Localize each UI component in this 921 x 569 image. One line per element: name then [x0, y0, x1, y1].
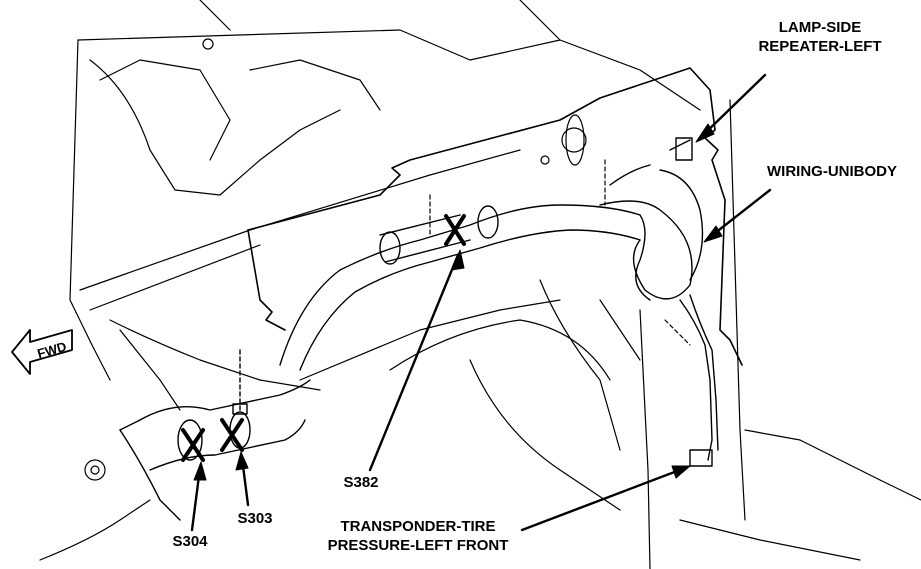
callout-s303-text: S303	[237, 510, 273, 527]
arrowhead-s303	[235, 451, 249, 471]
arrowhead-s382	[451, 249, 465, 271]
splice-s382-mark	[444, 214, 466, 246]
callout-s303: S303	[229, 509, 281, 528]
leader-lamp-side-repeater	[698, 73, 767, 140]
arrowhead-s304	[193, 461, 207, 481]
callout-lamp-side-repeater-left: LAMP-SIDE REPEATER-LEFT	[740, 18, 900, 56]
unibody-panel	[247, 67, 743, 366]
callout-wiring-unibody-text: WIRING-UNIBODY	[767, 163, 897, 180]
callout-lamp-side-line2: REPEATER-LEFT	[758, 38, 882, 55]
callout-wiring-unibody: WIRING-UNIBODY	[752, 162, 912, 181]
arrowhead-wiring-unibody	[703, 225, 723, 243]
wiring-harness-conduit	[279, 137, 719, 467]
leader-wiring-unibody	[708, 188, 772, 239]
fwd-label: FWD	[36, 339, 69, 362]
leader-transponder	[520, 466, 687, 532]
lower-harness	[119, 349, 311, 521]
attachment-guides	[429, 159, 691, 346]
splice-s304-mark	[181, 428, 205, 462]
splice-s303-mark	[220, 418, 244, 452]
arrowhead-transponder	[671, 465, 691, 479]
leader-s382	[368, 253, 460, 472]
callout-transponder-tire-pressure: TRANSPONDER-TIRE PRESSURE-LEFT FRONT	[308, 517, 528, 555]
callout-transponder-line1: TRANSPONDER-TIRE	[340, 518, 496, 535]
vehicle-body-structure	[39, 0, 921, 569]
callout-s304-text: S304	[172, 533, 208, 550]
callout-s382-text: S382	[343, 474, 379, 491]
arrowhead-lamp-side-repeater	[695, 123, 715, 143]
leader-arrowheads	[193, 123, 723, 481]
callout-s382: S382	[336, 473, 386, 492]
callout-s304: S304	[164, 532, 216, 551]
callout-lamp-side-line1: LAMP-SIDE	[778, 19, 862, 36]
left-arrow-icon	[11, 329, 73, 375]
splice-marks	[181, 214, 466, 462]
callout-transponder-line2: PRESSURE-LEFT FRONT	[327, 537, 509, 554]
